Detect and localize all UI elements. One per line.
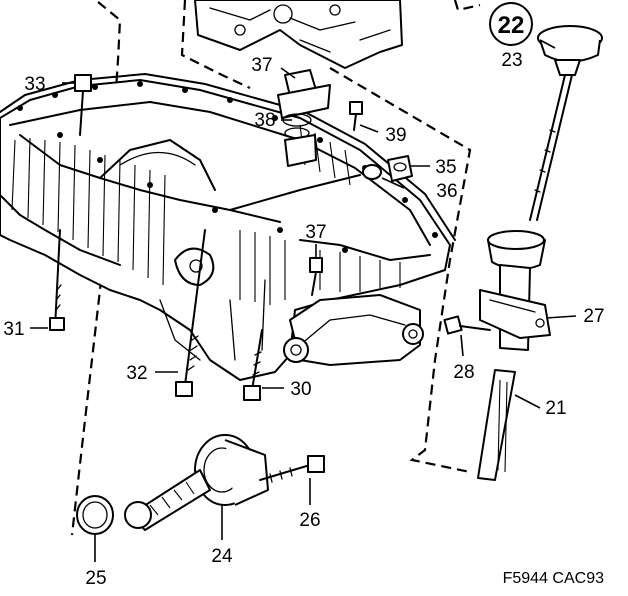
engine-block-fragment [194, 0, 403, 69]
bolt-32 [175, 229, 206, 397]
callout-label-21: 21 [545, 398, 566, 419]
oil-pan [0, 73, 456, 381]
dashed-boundary-lines [70, 0, 481, 536]
callout-label-39: 39 [385, 125, 406, 146]
callout-label-38: 38 [254, 110, 275, 131]
bolt-39 [349, 101, 363, 131]
callout-label-31: 31 [3, 319, 24, 340]
bolt-28 [443, 315, 491, 335]
bolt-31 [49, 229, 65, 331]
callout-label-37-top: 37 [251, 55, 272, 76]
callout-label-30: 30 [290, 379, 311, 400]
gasket-25 [76, 495, 114, 535]
flange-bolt-holes [17, 81, 438, 253]
bolt-26 [259, 455, 325, 483]
oil-pickup-24 [124, 434, 269, 531]
callout-labels: 23 33 37 38 39 35 36 37 27 31 28 32 30 2… [3, 50, 604, 589]
callout-22: 22 [489, 2, 533, 46]
callout-label-25: 25 [85, 568, 106, 589]
drain-plug-35-36 [362, 155, 413, 182]
figure-code: F5944 CAC93 [503, 570, 604, 587]
callout-label-36: 36 [436, 181, 457, 202]
callout-label-28: 28 [453, 362, 474, 383]
callout-label-32: 32 [126, 363, 147, 384]
leader-lines [30, 39, 577, 562]
callout-label-35: 35 [435, 157, 456, 178]
callout-label-33: 33 [24, 74, 45, 95]
dipstick-assembly [477, 25, 603, 481]
bolt-30 [243, 329, 263, 401]
callout-label-26: 26 [299, 510, 320, 531]
callout-label-37-mid: 37 [305, 222, 326, 243]
callout-label-27: 27 [583, 306, 604, 327]
callout-label-24: 24 [211, 546, 233, 567]
callout-label-23: 23 [501, 50, 522, 71]
callout-label-22: 22 [498, 12, 525, 39]
